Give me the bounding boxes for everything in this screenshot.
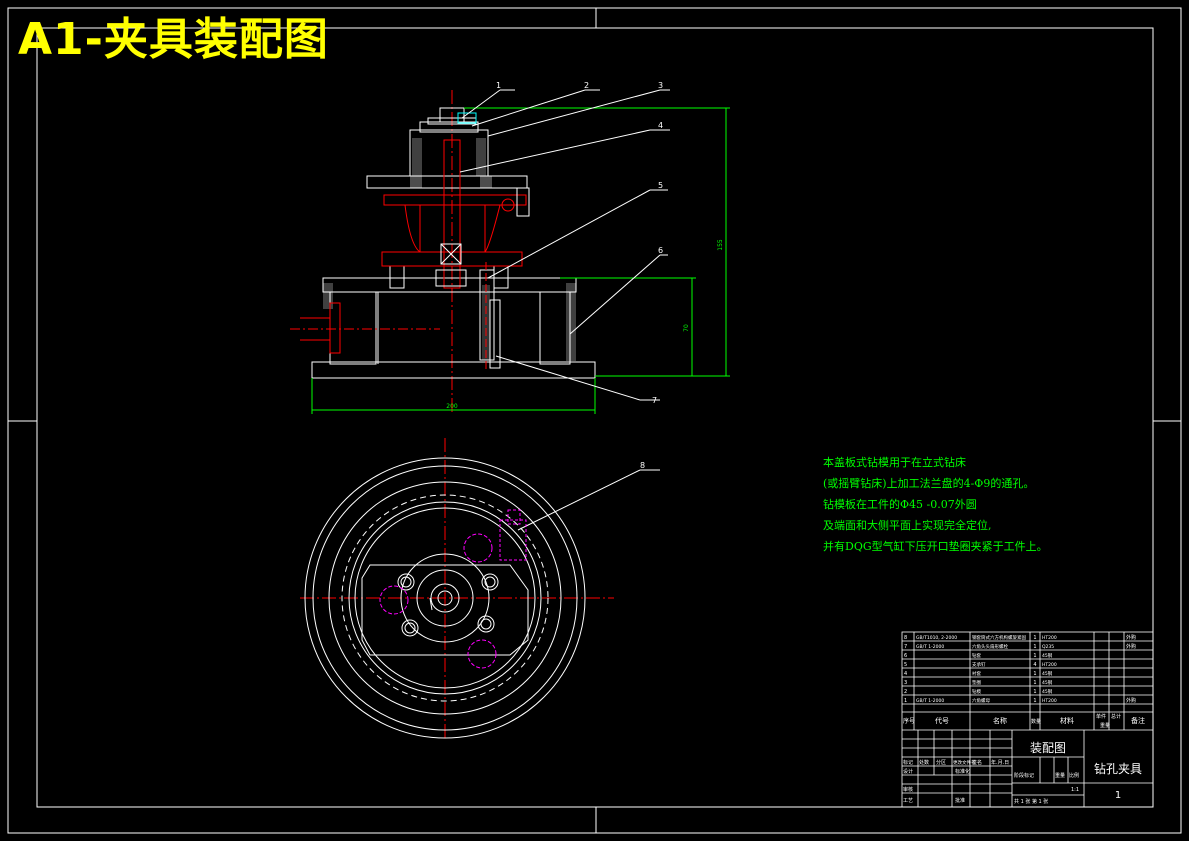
bom-cell-name: 衬套 xyxy=(972,670,981,677)
lbl-scale: 比例 xyxy=(1069,772,1079,779)
bom-cell-no: 6 xyxy=(904,653,907,659)
note-line-4: 及端面和大侧平面上实现完全定位, xyxy=(823,519,992,532)
callout-4: 4 xyxy=(658,121,663,130)
bom-cell-name: 六角头头扇形螺栓 xyxy=(972,643,1008,650)
hdr-mat: 材料 xyxy=(1060,716,1074,725)
hdr-single: 单件 xyxy=(1096,713,1106,720)
drawing-title: A1-夹具装配图 xyxy=(18,14,329,65)
note-line-3: 钻模板在工件的Φ45 -0.07外圆 xyxy=(823,498,977,511)
callout-2: 2 xyxy=(584,81,589,90)
lbl-count: 处数 xyxy=(919,759,929,766)
part-name: 钻孔夹具 xyxy=(1094,761,1142,776)
note-line-2: (或摇臂钻床)上加工法兰盘的4-Φ9的通孔。 xyxy=(823,477,1035,490)
callout-1: 1 xyxy=(496,81,501,90)
hdr-total: 总计 xyxy=(1111,713,1121,720)
hdr-name: 名称 xyxy=(993,716,1007,725)
title-block xyxy=(901,631,1154,808)
dim-height-total-text: 155 xyxy=(717,239,724,251)
bom-cell-name: 钻套 xyxy=(972,652,981,659)
lbl-review: 审核 xyxy=(903,786,913,793)
bom-cell-mat: HT200 xyxy=(1042,662,1057,668)
callout-5: 5 xyxy=(658,181,663,190)
note-line-5: 并有DQG型气缸下压开口垫圈夹紧于工件上。 xyxy=(823,540,1048,553)
bom-cell-name: 六角螺母 xyxy=(972,697,990,704)
sheet-number: 1 xyxy=(1115,790,1121,801)
callout-8: 8 xyxy=(640,461,645,470)
dim-width-text: 200 xyxy=(446,403,458,410)
bom-cell-note: 外购 xyxy=(1126,697,1136,704)
lbl-date: 年.月.日 xyxy=(991,759,1009,766)
title-block-text: 装配图 钻孔夹具 1 序号 代号 名称 数量 材料 单件 总计 重量 备注 标记… xyxy=(903,713,1145,805)
lbl-mark: 标记 xyxy=(903,759,913,766)
bom-cell-mat: 45钢 xyxy=(1042,688,1053,695)
lbl-sign: 签名 xyxy=(972,759,982,766)
hdr-weight: 重量 xyxy=(1100,722,1110,729)
lbl-scale-val: 1:1 xyxy=(1071,787,1079,793)
bom-cell-note: 外购 xyxy=(1126,634,1136,641)
lbl-zone: 分区 xyxy=(936,759,946,766)
bom-cell-qty: 1 xyxy=(1033,698,1036,704)
lbl-change-no: 更改文件号 xyxy=(953,759,976,766)
bom-cell-no: 5 xyxy=(904,662,907,668)
bom-cell-qty: 1 xyxy=(1033,689,1036,695)
hdr-note: 备注 xyxy=(1131,716,1145,725)
note-line-1: 本盖板式钻模用于在立式钻床 xyxy=(823,456,966,469)
drawing-name: 装配图 xyxy=(1030,741,1066,755)
front-section-view xyxy=(290,90,596,415)
hdr-code: 代号 xyxy=(935,716,949,725)
callout-6: 6 xyxy=(658,246,663,255)
bom-cell-name: 钻模 xyxy=(972,688,981,695)
bom-cell-no: 2 xyxy=(904,689,907,695)
bom-cell-qty: 1 xyxy=(1033,680,1036,686)
bom-cell-qty: 1 xyxy=(1033,671,1036,677)
bom-cell-no: 3 xyxy=(904,680,907,686)
bom-cell-qty: 1 xyxy=(1033,653,1036,659)
bom-cell-qty: 4 xyxy=(1033,662,1036,668)
bom-cell-code: GB/T 1-2000 xyxy=(916,644,944,650)
bom-cell-mat: 45钢 xyxy=(1042,679,1053,686)
bom-cell-mat: 45钢 xyxy=(1042,670,1053,677)
callout-7: 7 xyxy=(652,396,657,405)
technical-notes: 本盖板式钻模用于在立式钻床 (或摇臂钻床)上加工法兰盘的4-Φ9的通孔。 钻模板… xyxy=(823,452,1048,557)
bom-cell-qty: 1 xyxy=(1033,635,1036,641)
bom-cell-no: 4 xyxy=(904,671,907,677)
lbl-weight: 重量 xyxy=(1055,772,1065,779)
callout-3: 3 xyxy=(658,81,663,90)
hdr-qty: 数量 xyxy=(1031,718,1041,725)
bom-cell-name: 垫圈 xyxy=(972,679,981,686)
bom-cell-no: 8 xyxy=(904,635,907,641)
bom-cell-mat: HT200 xyxy=(1042,635,1057,641)
bom-cell-mat: Q235 xyxy=(1042,644,1054,650)
callout-leaders xyxy=(459,89,670,531)
hdr-no: 序号 xyxy=(903,717,915,725)
inner-border xyxy=(36,27,1154,808)
bom-cell-note: 外购 xyxy=(1126,643,1136,650)
bom-cell-mat: 45钢 xyxy=(1042,652,1053,659)
top-view xyxy=(300,438,614,740)
bom-cell-no: 1 xyxy=(904,698,907,704)
bom-cell-qty: 1 xyxy=(1033,644,1036,650)
lbl-std: 标准化 xyxy=(955,768,970,775)
outer-border xyxy=(7,7,1182,834)
bom-cell-code: GB/T 1-2000 xyxy=(916,698,944,704)
bom-cell-code: GB/T1010, 2-2000 xyxy=(916,635,957,641)
bom-cell-mat: HT200 xyxy=(1042,698,1057,704)
bom-cell-no: 7 xyxy=(904,644,907,650)
lbl-stage: 阶段标记 xyxy=(1014,772,1034,779)
lbl-design: 设计 xyxy=(903,768,913,775)
lbl-approve: 批准 xyxy=(955,797,965,804)
dim-height-body-text: 70 xyxy=(683,324,690,332)
bom-cell-name: 钢套筒式六方机构螺旋紧固 xyxy=(972,634,1026,641)
lbl-sheets: 共 1 张 第 1 张 xyxy=(1014,798,1048,805)
dimension-lines xyxy=(311,107,730,414)
bom-cell-name: 支承钉 xyxy=(972,661,986,668)
lbl-process: 工艺 xyxy=(903,798,913,804)
